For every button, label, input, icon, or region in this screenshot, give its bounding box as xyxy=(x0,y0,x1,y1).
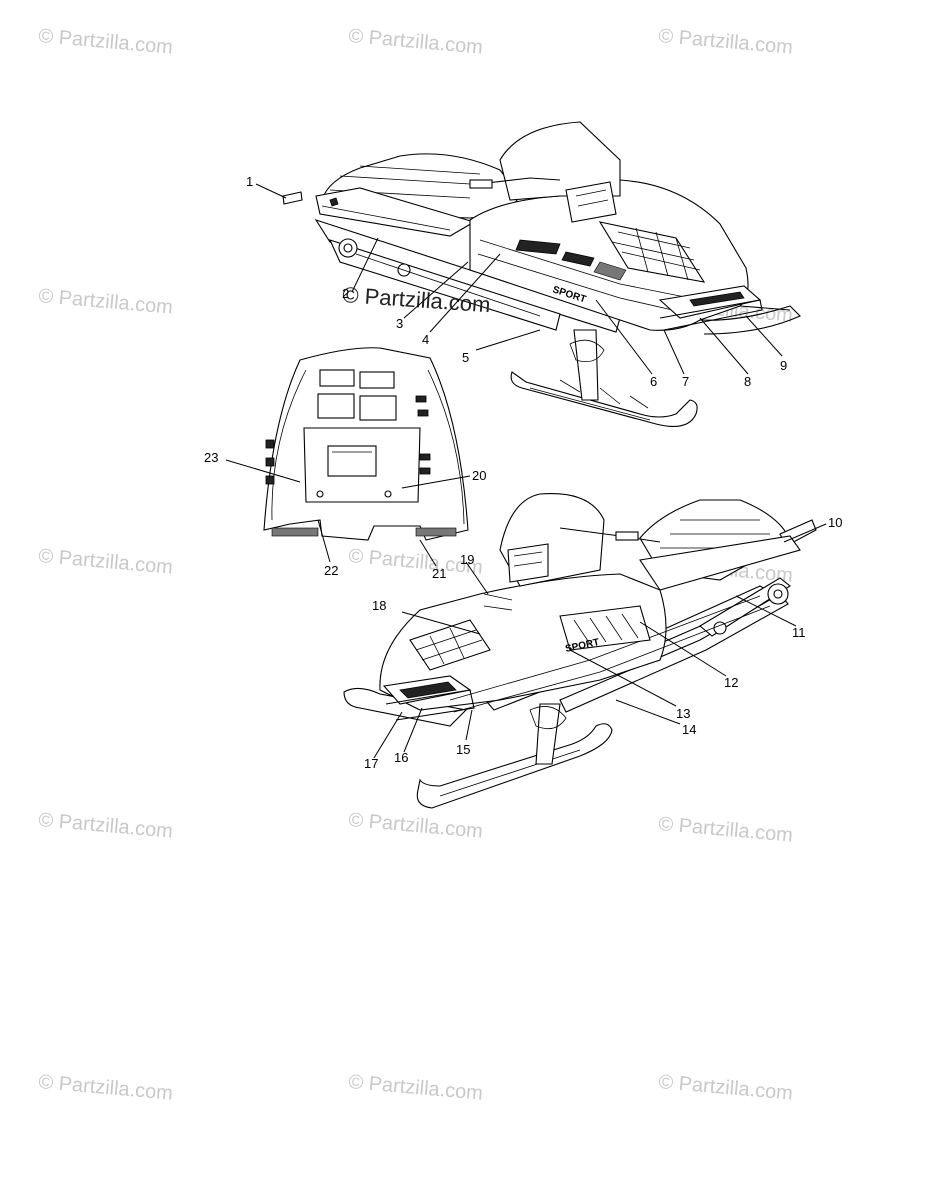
watermark: © Partzilla.com xyxy=(38,25,174,59)
callout-20: 20 xyxy=(472,468,486,483)
watermark: © Partzilla.com xyxy=(38,809,174,843)
callout-2: 2 xyxy=(342,286,349,301)
callout-15: 15 xyxy=(456,742,470,757)
callout-7: 7 xyxy=(682,374,689,389)
callout-4: 4 xyxy=(422,332,429,347)
callout-8: 8 xyxy=(744,374,751,389)
callout-18: 18 xyxy=(372,598,386,613)
callout-19: 19 xyxy=(460,552,474,567)
callout-22: 22 xyxy=(324,563,338,578)
watermark: © Partzilla.com xyxy=(658,813,794,847)
snowmobile-bottom-illustration: SPORT xyxy=(343,492,817,809)
watermark: © Partzilla.com xyxy=(348,809,484,843)
callout-6: 6 xyxy=(650,374,657,389)
callout-labels: 1 2 3 4 5 6 7 8 9 10 11 12 13 14 15 16 1… xyxy=(204,174,842,771)
callout-12: 12 xyxy=(724,675,738,690)
watermark: © Partzilla.com xyxy=(38,1071,174,1105)
callout-5: 5 xyxy=(462,350,469,365)
callout-11: 11 xyxy=(792,625,806,640)
callout-13: 13 xyxy=(676,706,690,721)
callout-10: 10 xyxy=(828,515,842,530)
callout-23: 23 xyxy=(204,450,218,465)
callout-16: 16 xyxy=(394,750,408,765)
hood-detail-illustration xyxy=(263,347,469,541)
callout-3: 3 xyxy=(396,316,403,331)
callout-17: 17 xyxy=(364,756,378,771)
callout-1: 1 xyxy=(246,174,253,189)
callout-9: 9 xyxy=(780,358,787,373)
watermark: © Partzilla.com xyxy=(38,545,174,579)
watermark: © Partzilla.com xyxy=(658,1071,794,1105)
snowmobile-top-illustration: SPORT xyxy=(282,121,801,427)
watermark: © Partzilla.com xyxy=(348,25,484,59)
watermark: © Partzilla.com xyxy=(38,285,174,319)
watermark: © Partzilla.com xyxy=(658,25,794,59)
leader-lines xyxy=(225,183,827,759)
callout-21: 21 xyxy=(432,566,446,581)
watermark: © Partzilla.com xyxy=(348,1071,484,1105)
callout-14: 14 xyxy=(682,722,696,737)
